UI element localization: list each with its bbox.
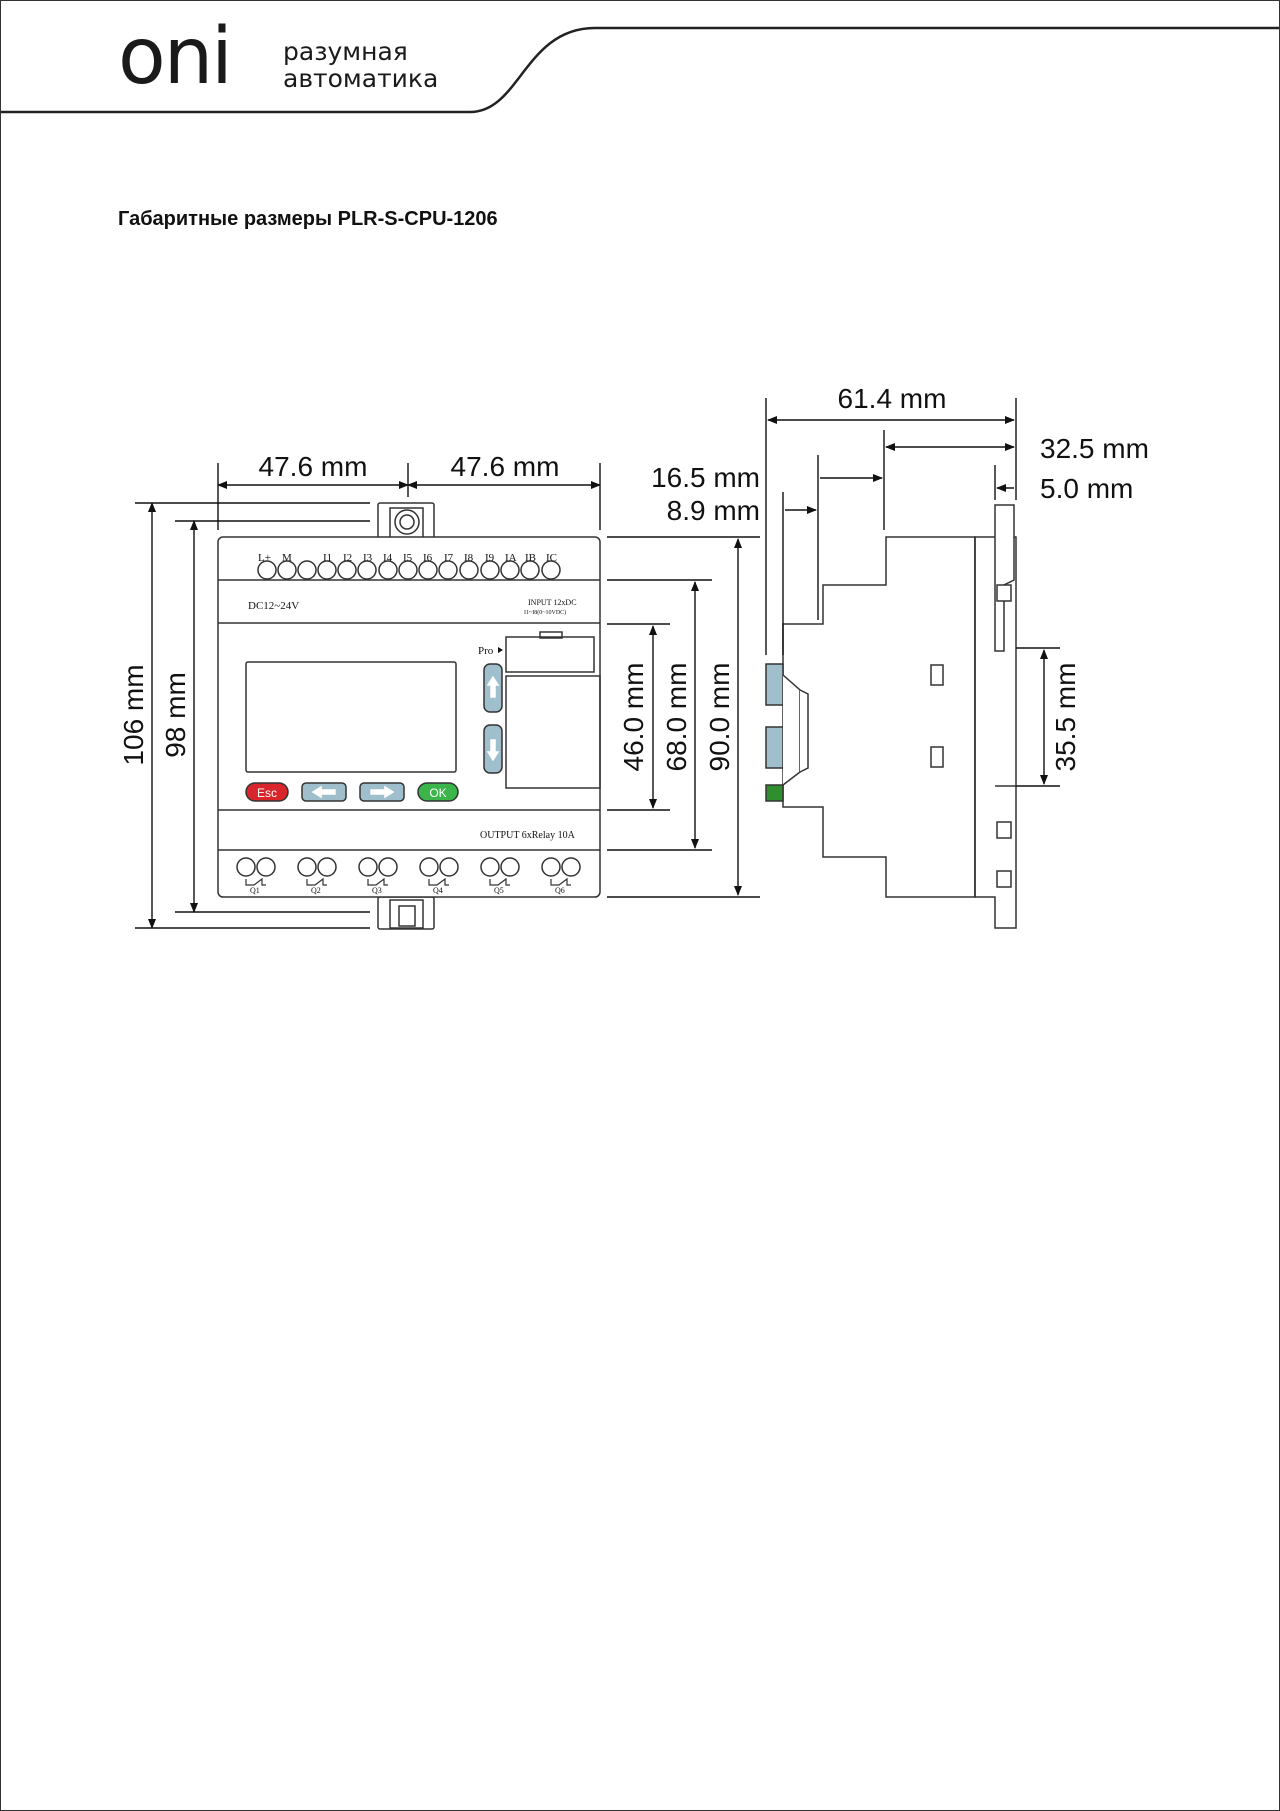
lcd-screen (245, 661, 457, 773)
side-body-outline (782, 536, 976, 898)
output-label-q: Q6 (555, 886, 565, 895)
front-view (217, 502, 601, 930)
page-title: Габаритные размеры PLR-S-CPU-1206 (118, 208, 498, 230)
terminal-label: I1 (323, 552, 332, 564)
terminal-label: I3 (363, 552, 373, 564)
output-label-q: Q2 (311, 886, 321, 895)
terminal-label: L+ (258, 552, 271, 564)
input-label: INPUT 12xDC (528, 598, 577, 607)
terminal-label: I5 (403, 552, 413, 564)
pro-label: Pro (478, 645, 494, 657)
dim-width-left: 47.6 mm (259, 451, 368, 482)
dim-height-46: 46.0 mm (618, 663, 649, 772)
dim-rail: 35.5 mm (1050, 663, 1081, 772)
output-label-q: Q4 (433, 886, 443, 895)
dim-height-body: 98 mm (160, 672, 191, 758)
power-label: DC12~24V (248, 600, 299, 612)
ok-key-label: OK (429, 786, 446, 800)
output-label-q: Q3 (372, 886, 382, 895)
output-label-q: Q5 (494, 886, 504, 895)
logo-tagline: разумная автоматика (283, 38, 438, 92)
terminal-label: IB (525, 552, 536, 564)
side-key-lower (765, 726, 784, 769)
input-terminal-row (257, 560, 561, 580)
front-labels: L+ M I1 I2 I3 I4 I5 I6 I7 I8 I9 IA IB IC… (248, 552, 577, 895)
dim-depth-16: 16.5 mm (651, 462, 760, 493)
expansion-panel (505, 675, 601, 789)
dim-height-total: 106 mm (118, 664, 149, 765)
dim-depth-5: 5.0 mm (1040, 473, 1133, 504)
pro-slot (505, 636, 595, 673)
terminal-label: M (282, 552, 292, 564)
terminal-label: I2 (343, 552, 352, 564)
device-body (217, 536, 601, 898)
terminal-label: I4 (383, 552, 393, 564)
terminal-label: IA (505, 552, 517, 564)
dimension-lines (135, 398, 1060, 929)
terminal-label: IC (546, 552, 557, 564)
dimension-labels: 47.6 mm 47.6 mm 106 mm 98 mm 46.0 mm 68.… (118, 383, 1149, 771)
tagline-line1: разумная (283, 37, 408, 66)
tagline-line2: автоматика (283, 64, 439, 93)
terminal-label: I8 (464, 552, 474, 564)
output-terminal-row (236, 857, 581, 886)
dim-height-90: 90.0 mm (704, 663, 735, 772)
dim-height-68: 68.0 mm (661, 663, 692, 772)
terminal-label: I9 (485, 552, 495, 564)
terminal-label: I6 (423, 552, 433, 564)
side-key-upper (765, 663, 784, 706)
pro-arrow-icon (498, 647, 503, 653)
dim-depth-total: 61.4 mm (838, 383, 947, 414)
header-curve (1, 26, 1279, 114)
input-sublabel: I1~I8(0~10VDC) (524, 609, 566, 616)
output-label: OUTPUT 6xRelay 10A (480, 830, 576, 841)
dim-depth-8: 8.9 mm (667, 495, 760, 526)
dim-depth-32: 32.5 mm (1040, 433, 1149, 464)
oni-logo: oni (118, 12, 233, 102)
esc-key-label: Esc (257, 786, 277, 800)
ok-key (417, 782, 459, 802)
side-led (765, 784, 784, 802)
output-label-q: Q1 (250, 886, 260, 895)
side-view (765, 504, 1017, 929)
dim-width-right: 47.6 mm (451, 451, 560, 482)
esc-key (245, 782, 289, 802)
terminal-label: I7 (444, 552, 454, 564)
